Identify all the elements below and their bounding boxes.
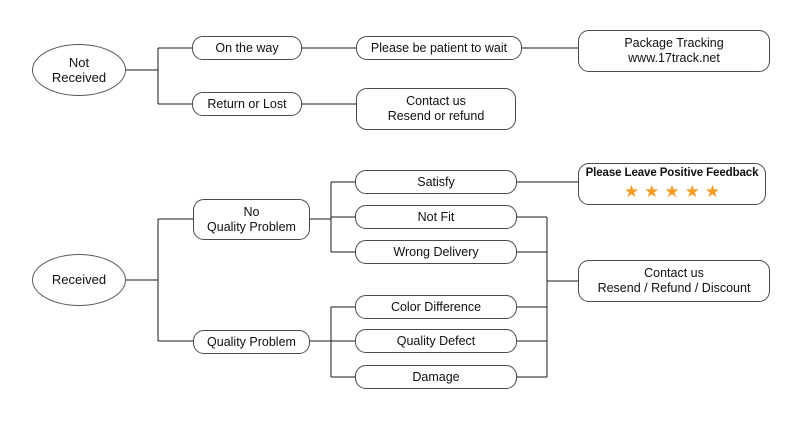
node-contact-resend-refund[interactable]: Contact us Resend or refund <box>356 88 516 130</box>
node-resolution-contact-us[interactable]: Contact us Resend / Refund / Discount <box>578 260 770 302</box>
node-return-or-lost-label: Return or Lost <box>207 96 287 111</box>
node-not-received-line2: Received <box>51 70 107 85</box>
node-quality-problem-label: Quality Problem <box>207 334 296 349</box>
node-received[interactable]: Received <box>32 254 126 306</box>
positive-feedback-title: Please Leave Positive Feedback <box>585 167 759 180</box>
node-reason-not-fit-label: Not Fit <box>417 209 455 224</box>
node-reason-damage-label: Damage <box>412 369 460 384</box>
node-please-be-patient-label: Please be patient to wait <box>370 40 508 55</box>
node-reason-quality-defect[interactable]: Quality Defect <box>355 329 517 353</box>
node-received-label: Received <box>51 272 107 288</box>
node-reason-color-difference[interactable]: Color Difference <box>355 295 517 319</box>
node-package-tracking[interactable]: Package Tracking www.17track.net <box>578 30 770 72</box>
node-contact-resend-refund-line1: Contact us <box>406 94 466 109</box>
node-resolution-line2: Resend / Refund / Discount <box>597 281 751 295</box>
node-no-quality-problem-line2: Quality Problem <box>207 219 296 234</box>
node-no-quality-problem-line1: No <box>243 204 260 219</box>
node-not-received[interactable]: Not Received <box>32 44 126 96</box>
node-on-the-way[interactable]: On the way <box>192 36 302 60</box>
node-reason-not-fit[interactable]: Not Fit <box>355 205 517 229</box>
node-not-received-line1: Not <box>68 54 90 70</box>
node-quality-problem[interactable]: Quality Problem <box>193 330 310 354</box>
star-icon[interactable]: ★ <box>623 181 640 201</box>
node-on-the-way-label: On the way <box>215 40 279 55</box>
node-return-or-lost[interactable]: Return or Lost <box>192 92 302 116</box>
star-rating[interactable]: ★ ★ ★ ★ ★ <box>624 183 720 200</box>
node-reason-color-difference-label: Color Difference <box>390 299 482 314</box>
node-reason-satisfy[interactable]: Satisfy <box>355 170 517 194</box>
node-resolution-line1: Contact us <box>644 266 704 281</box>
node-package-tracking-line1: Package Tracking <box>624 36 724 51</box>
star-icon[interactable]: ★ <box>684 181 700 201</box>
node-reason-quality-defect-label: Quality Defect <box>396 333 476 348</box>
star-icon[interactable]: ★ <box>664 181 680 201</box>
node-reason-damage[interactable]: Damage <box>355 365 517 389</box>
node-reason-wrong-delivery-label: Wrong Delivery <box>393 244 479 259</box>
node-positive-feedback[interactable]: Please Leave Positive Feedback ★ ★ ★ ★ ★ <box>578 163 766 205</box>
node-contact-resend-refund-line2: Resend or refund <box>387 109 485 123</box>
star-icon[interactable]: ★ <box>704 181 721 201</box>
node-no-quality-problem[interactable]: No Quality Problem <box>193 199 310 240</box>
node-reason-wrong-delivery[interactable]: Wrong Delivery <box>355 240 517 264</box>
node-please-be-patient[interactable]: Please be patient to wait <box>356 36 522 60</box>
node-reason-satisfy-label: Satisfy <box>417 174 455 189</box>
node-package-tracking-line2: www.17track.net <box>628 51 720 65</box>
star-icon[interactable]: ★ <box>644 181 660 201</box>
